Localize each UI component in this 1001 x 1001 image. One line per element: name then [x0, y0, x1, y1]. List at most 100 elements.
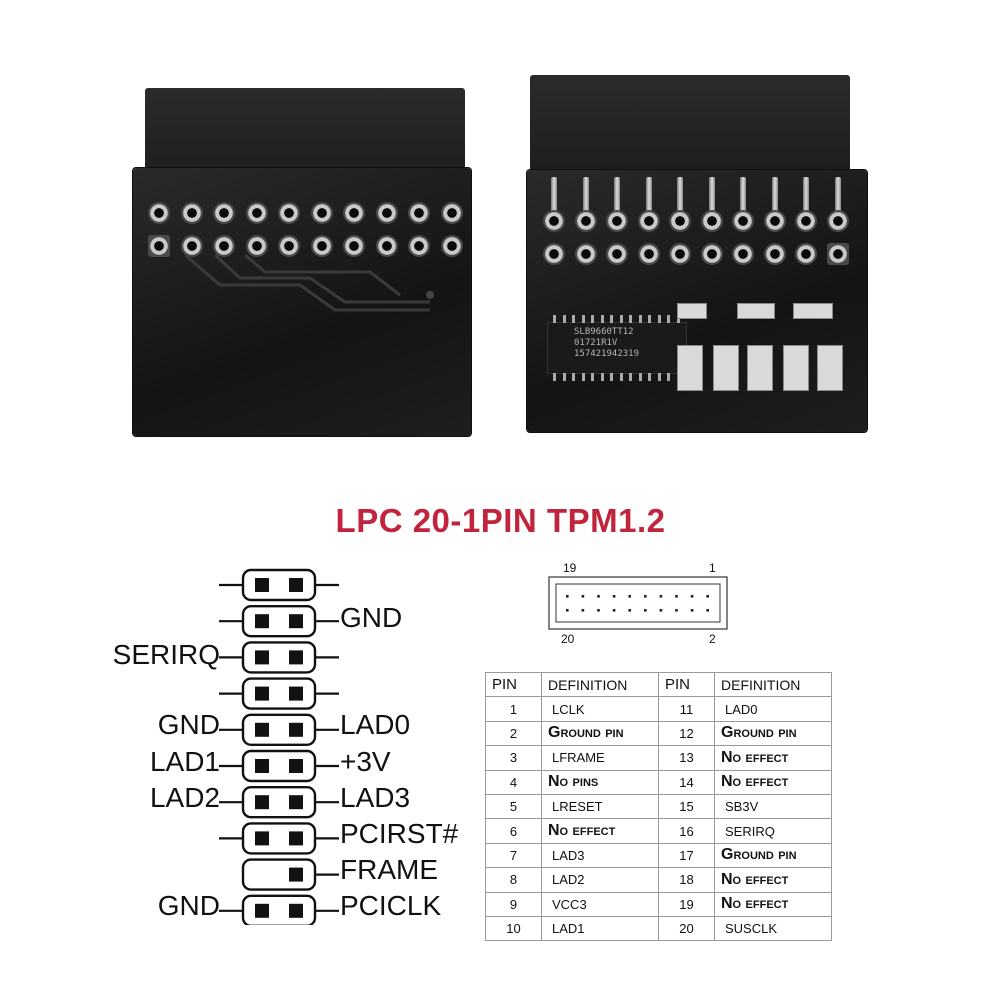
pin-pad [289, 614, 303, 629]
solder-hole [606, 243, 628, 265]
pin-pad [255, 831, 269, 846]
pin-label-gnd-left-1: GND [157, 709, 220, 740]
pin-number-cell: 14 [658, 769, 715, 795]
definition-cell: SUSCLK [714, 915, 832, 942]
header-pin-dot [597, 609, 600, 612]
definition-cell: No effect [541, 818, 659, 844]
pin-number-cell: 19 [658, 891, 715, 917]
definition-cell: No effect [714, 891, 832, 917]
pin-number-cell: 8 [485, 867, 542, 893]
solder-hole [180, 235, 203, 257]
solder-hole [700, 243, 723, 265]
pin-label-pcirst: PCIRST# [340, 818, 459, 849]
solder-hole [148, 235, 170, 257]
pin-number-cell: 7 [485, 842, 542, 869]
header-pin-dot [581, 609, 585, 612]
pin-pair-outline [241, 822, 317, 855]
chip-leg [572, 373, 575, 381]
pin-pad [255, 578, 269, 592]
header-pin-dot [581, 595, 585, 598]
definition-cell: Ground pin [714, 842, 832, 869]
solder-hole [574, 210, 597, 232]
header-pin [677, 177, 683, 227]
definition-cell: SB3V [714, 793, 832, 820]
header-pin-dot [706, 609, 709, 612]
pin-pair-outline [241, 749, 317, 783]
header-pin [771, 177, 778, 227]
solder-hole [606, 210, 628, 232]
solder-hole [826, 243, 849, 265]
pin-pad [289, 903, 303, 918]
pin-pad [255, 614, 269, 629]
pin-pad [255, 650, 269, 665]
definition-cell: No pins [541, 769, 659, 795]
pin-pad [255, 795, 269, 810]
header-pin-dot [644, 609, 647, 612]
solder-hole [637, 210, 660, 232]
solder-hole [245, 202, 268, 224]
chip-text-line-2: 01721R1V [574, 338, 618, 348]
definition-cell: Ground pin [714, 720, 832, 747]
header-pin-dot [597, 595, 600, 598]
header-pin [834, 177, 841, 227]
header-pin-dot [644, 595, 647, 598]
header-pin-dot [659, 595, 663, 598]
header-pin-dot [628, 595, 631, 598]
pin-pair-outline [241, 677, 317, 710]
smd-component [713, 345, 739, 391]
header-pin-dot [690, 609, 694, 612]
pin-number-cell: 18 [658, 867, 715, 893]
header-pin-dot [612, 595, 616, 598]
chip-leg [553, 373, 556, 381]
solder-hole [732, 210, 754, 232]
chip-leg [667, 373, 670, 381]
chip-leg [629, 373, 632, 381]
header-pin-dot [566, 609, 569, 612]
header-label-1: 1 [709, 561, 716, 575]
definition-cell: LAD2 [541, 867, 659, 893]
header-pin [708, 177, 715, 227]
diagram-title: LPC 20-1PIN TPM1.2 [335, 502, 666, 539]
solder-hole [732, 243, 754, 265]
solder-hole [826, 210, 849, 232]
smd-component [677, 303, 707, 319]
header-pin-dot [612, 609, 616, 612]
header-pin-dot [675, 595, 678, 598]
chip-leg [610, 315, 613, 323]
solder-hole [375, 235, 398, 257]
solder-hole [310, 202, 333, 224]
chip-leg [638, 315, 642, 323]
pin-pair-outline [241, 568, 317, 602]
pin-pair-outline [241, 894, 317, 925]
definition-cell: LAD3 [541, 842, 659, 869]
pin-number-cell: 9 [485, 891, 542, 917]
solder-hole [669, 243, 691, 265]
chip-leg [562, 315, 566, 323]
header-label-2: 2 [709, 632, 716, 646]
pin-pad [289, 650, 303, 665]
solder-hole [543, 210, 565, 232]
solder-hole [700, 210, 723, 232]
solder-hole [180, 202, 203, 224]
pin-label-lad0: LAD0 [340, 709, 411, 740]
pin-number-cell: 16 [658, 818, 715, 844]
header-pin-dot [675, 609, 678, 612]
chip-leg [581, 373, 585, 381]
chip-leg [553, 315, 556, 323]
pin-pad [289, 578, 303, 592]
pin-label-gnd-left-2: GND [157, 890, 220, 921]
pcb-front [527, 170, 867, 432]
definition-cell: No effect [714, 867, 832, 893]
solder-hole [375, 202, 398, 224]
tpm-chip: SLB9660TT12 01721R1V 157421942319 [547, 322, 687, 374]
solder-hole [795, 210, 817, 232]
definition-cell: LAD1 [541, 915, 659, 942]
col-header-definition-2: DEFINITION [714, 671, 832, 698]
chip-leg [648, 315, 651, 323]
pin-number-cell: 15 [658, 793, 715, 820]
header-pin-dot [690, 595, 694, 598]
chip-leg [676, 315, 680, 323]
